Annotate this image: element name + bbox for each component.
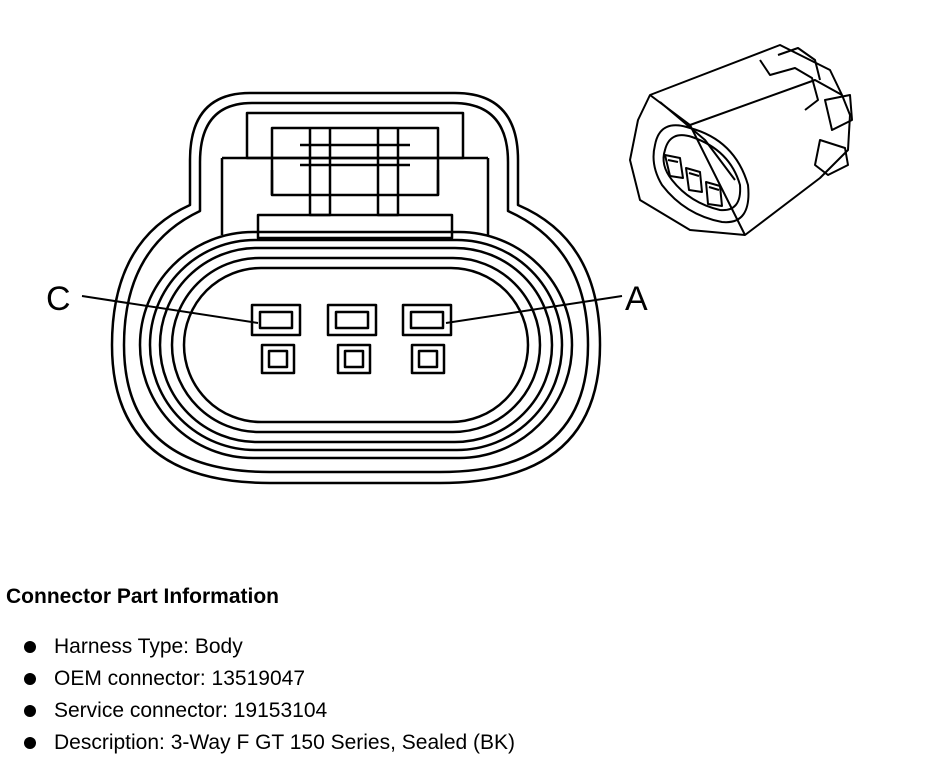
connector-iso-illustration bbox=[629, 44, 853, 236]
bullet-icon bbox=[24, 737, 36, 749]
harness-type: Harness Type: Body bbox=[54, 635, 243, 658]
bullet-icon bbox=[24, 641, 36, 653]
leader-line-a bbox=[445, 295, 623, 324]
cavity-a bbox=[401, 303, 453, 375]
info-list: Harness Type: Body OEM connector: 135190… bbox=[6, 631, 906, 759]
pin-label-a: A bbox=[625, 280, 648, 318]
connector-face-outline bbox=[110, 91, 602, 485]
oem-connector: OEM connector: 13519047 bbox=[54, 667, 305, 690]
list-item: Harness Type: Body bbox=[24, 631, 906, 663]
list-item: Service connector: 19153104 bbox=[24, 695, 906, 727]
connector-part-information: Connector Part Information Harness Type:… bbox=[6, 585, 906, 759]
description: Description: 3-Way F GT 150 Series, Seal… bbox=[54, 731, 516, 754]
cavity-c bbox=[250, 303, 302, 375]
latch-lock bbox=[220, 111, 490, 240]
info-title: Connector Part Information bbox=[6, 585, 280, 608]
list-item: OEM connector: 13519047 bbox=[24, 663, 906, 695]
connector-diagram: C A bbox=[46, 44, 853, 485]
bullet-icon bbox=[24, 705, 36, 717]
bullet-icon bbox=[24, 673, 36, 685]
service-connector: Service connector: 19153104 bbox=[54, 699, 328, 722]
cavity-b bbox=[326, 303, 378, 375]
terminal-cavities bbox=[250, 303, 453, 375]
pin-label-c: C bbox=[46, 280, 71, 318]
list-item: Description: 3-Way F GT 150 Series, Seal… bbox=[24, 727, 906, 759]
leader-line-c bbox=[81, 295, 259, 324]
seal-rings bbox=[138, 230, 574, 460]
